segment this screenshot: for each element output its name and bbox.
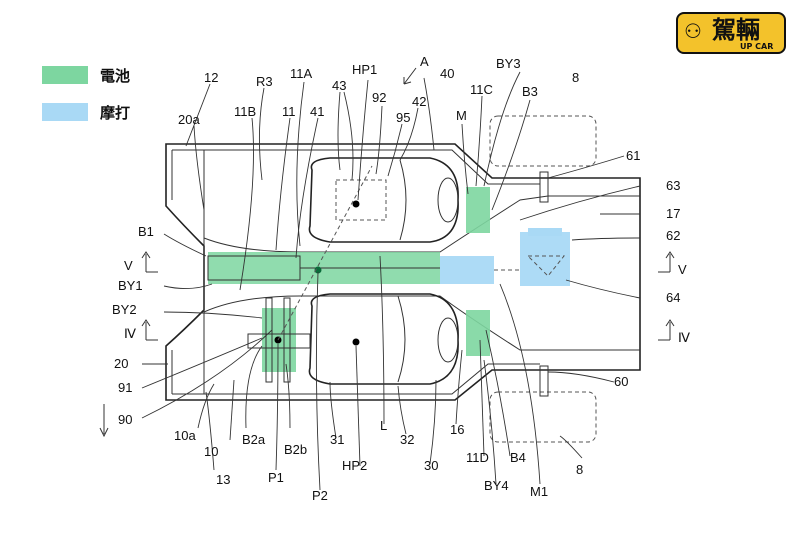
seat-upper-back: [399, 159, 407, 241]
battery-by2-post-b: [283, 297, 291, 383]
label-60: 60: [614, 374, 628, 389]
label-62: 62: [666, 228, 680, 243]
label-r3: R3: [256, 74, 273, 89]
wheel-bottom: [489, 391, 597, 443]
label-40: 40: [440, 66, 454, 81]
section-arrow-iv-right: [658, 319, 675, 341]
section-arrow-v-left: [141, 251, 158, 273]
label-42: 42: [412, 94, 426, 109]
label-12: 12: [204, 70, 218, 85]
label-by3: BY3: [496, 56, 521, 71]
seat-upper-headrest: [437, 177, 459, 223]
wheel-top: [489, 115, 597, 167]
cross-member: [548, 195, 640, 351]
label-92: 92: [372, 90, 386, 105]
label-91: 91: [118, 380, 132, 395]
label-v-right: V: [678, 262, 687, 277]
label-b1: B1: [138, 224, 154, 239]
battery-by2-post-a: [265, 297, 273, 383]
legend-battery-label: 電池: [100, 67, 131, 85]
label-v-left: V: [124, 258, 133, 273]
label-13: 13: [216, 472, 230, 487]
battery-by3: [466, 187, 490, 233]
section-arrow-iv-left: [141, 319, 158, 341]
label-iv-left: Ⅳ: [124, 326, 136, 341]
label-hp1: HP1: [352, 62, 377, 77]
label-10a: 10a: [174, 428, 196, 443]
point-p2: [314, 266, 322, 274]
point-hp1: [352, 200, 360, 208]
label-90: 90: [118, 412, 132, 427]
tunnel-lower: [203, 295, 548, 351]
label-11d: 11D: [466, 450, 489, 465]
motor-front: [520, 232, 570, 286]
label-11b: 11B: [234, 104, 256, 119]
motor-front-top: [528, 228, 562, 236]
label-by4: BY4: [484, 478, 509, 493]
direction-arrow: [99, 404, 109, 438]
label-8-bottom: 8: [576, 462, 583, 477]
label-b2b: B2b: [284, 442, 307, 457]
label-30: 30: [424, 458, 438, 473]
label-20a: 20a: [178, 112, 200, 127]
leader-lines: [141, 71, 641, 491]
label-b2a: B2a: [242, 432, 266, 447]
point-hp2: [352, 338, 360, 346]
label-63: 63: [666, 178, 680, 193]
logo-text: 駕輛: [712, 16, 760, 44]
label-l: L: [380, 418, 387, 433]
label-m: M: [456, 108, 467, 123]
logo: ⚇ 駕輛 UP CAR: [676, 12, 786, 54]
tunnel-upper: [203, 195, 549, 253]
label-by1: BY1: [118, 278, 143, 293]
label-17: 17: [666, 206, 680, 221]
front-plate-top: [539, 171, 549, 203]
label-43: 43: [332, 78, 346, 93]
line-l: [277, 165, 373, 341]
label-11: 11: [282, 104, 296, 119]
seat-lower-headrest: [437, 317, 459, 363]
seat-upper: [308, 157, 459, 243]
label-41: 41: [310, 104, 324, 119]
body-inner-line: [171, 149, 540, 395]
motor-front-detail: [526, 255, 566, 277]
logo-subtext: UP CAR: [740, 42, 774, 51]
label-20: 20: [114, 356, 128, 371]
seat-lower-back: [397, 295, 406, 383]
section-arrow-v-right: [658, 251, 675, 273]
label-16: 16: [450, 422, 464, 437]
legend-battery-swatch: [42, 66, 88, 84]
label-p1: P1: [268, 470, 284, 485]
body-outline: [165, 143, 641, 401]
label-iv-right: Ⅳ: [678, 330, 690, 345]
motor-m: [440, 256, 494, 284]
label-b4: B4: [510, 450, 526, 465]
logo-icon: ⚇: [684, 19, 702, 43]
label-95: 95: [396, 110, 410, 125]
arrow-a: [403, 67, 417, 85]
label-32: 32: [400, 432, 414, 447]
legend-motor-swatch: [42, 103, 88, 121]
front-plate-bottom: [539, 365, 549, 397]
label-61: 61: [626, 148, 640, 163]
label-11a: 11A: [290, 66, 312, 81]
battery-by4: [466, 310, 490, 356]
legend-motor-label: 摩打: [100, 104, 131, 122]
label-by2: BY2: [112, 302, 137, 317]
label-hp2: HP2: [342, 458, 367, 473]
label-11c: 11C: [470, 82, 493, 97]
label-m1: M1: [530, 484, 548, 499]
battery-by2-bar: [247, 333, 311, 349]
label-b3: B3: [522, 84, 538, 99]
label-10: 10: [204, 444, 218, 459]
label-8-top: 8: [572, 70, 579, 85]
seat-upper-rail: [335, 179, 387, 221]
label-p2: P2: [312, 488, 328, 503]
label-31: 31: [330, 432, 344, 447]
label-a: A: [420, 54, 429, 69]
label-64: 64: [666, 290, 680, 305]
